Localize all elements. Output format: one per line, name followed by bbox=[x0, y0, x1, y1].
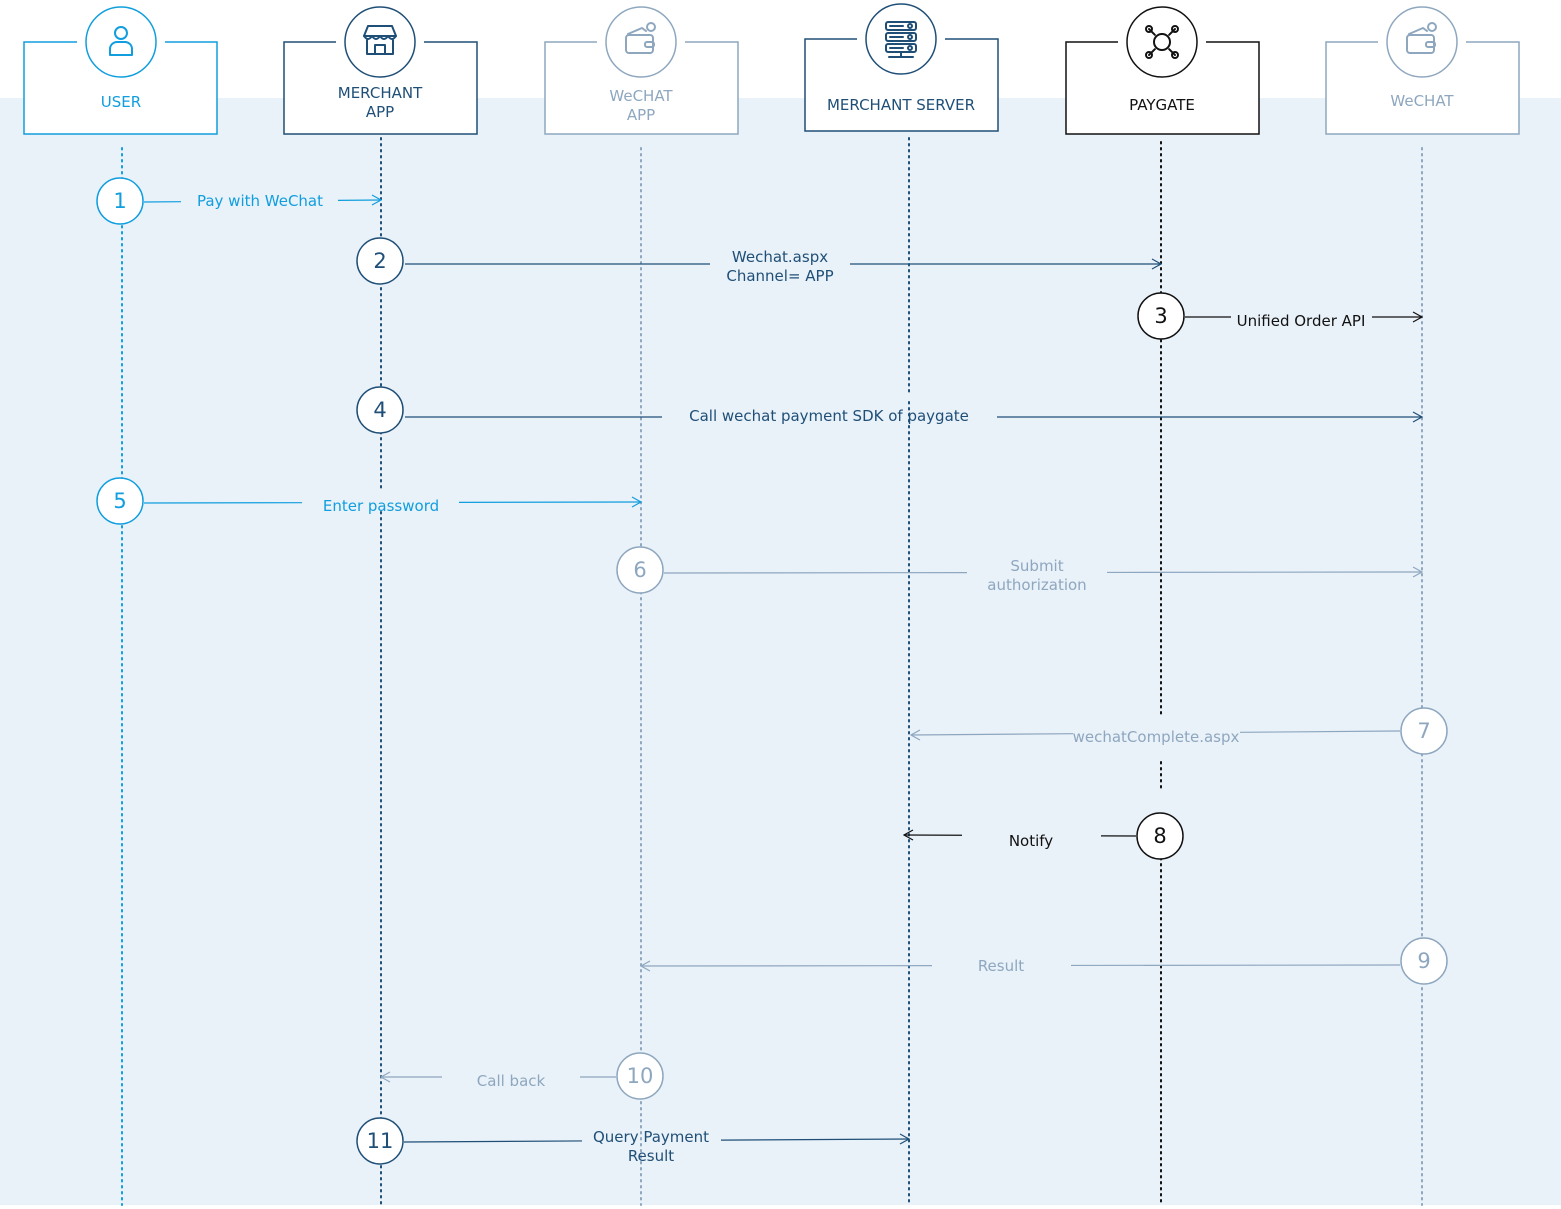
step-number-circle bbox=[96, 477, 144, 525]
arrowhead-icon bbox=[1412, 566, 1424, 578]
step-number: 9 bbox=[1417, 949, 1430, 973]
arrowhead-icon bbox=[899, 1133, 911, 1145]
participant-merchant-server: MERCHANT SERVER bbox=[804, 3, 999, 132]
message-label: Submit bbox=[1010, 557, 1063, 575]
step-number-circle bbox=[356, 1117, 404, 1165]
arrowhead-icon bbox=[639, 960, 651, 972]
user-icon bbox=[109, 26, 133, 56]
participant-label: APP bbox=[366, 103, 394, 121]
arrowhead-icon bbox=[902, 829, 914, 841]
step-number-circle bbox=[1400, 707, 1448, 755]
arrowhead-icon bbox=[631, 496, 643, 508]
message-label: Call back bbox=[477, 1072, 546, 1090]
message-label: Unified Order API bbox=[1237, 312, 1366, 330]
step-10: Call back 10 bbox=[379, 1052, 664, 1100]
participant-icon-ring bbox=[1386, 6, 1458, 78]
participant-label: PAYGATE bbox=[1129, 96, 1195, 114]
participant-label: WeCHAT bbox=[1390, 92, 1454, 110]
arrowhead-icon bbox=[909, 729, 921, 741]
message-label: Result bbox=[978, 957, 1024, 975]
participant-icon-ring bbox=[865, 3, 937, 75]
participant-icon-ring bbox=[344, 6, 416, 78]
step-number: 7 bbox=[1417, 719, 1430, 743]
message-line bbox=[720, 1138, 910, 1141]
participant-label: APP bbox=[627, 106, 655, 124]
arrowhead-icon bbox=[379, 1071, 391, 1083]
arrowhead-icon bbox=[1412, 411, 1424, 423]
participant-label: MERCHANT SERVER bbox=[827, 96, 975, 114]
step-number: 2 bbox=[373, 249, 386, 273]
server-icon bbox=[885, 21, 917, 58]
participant-wechat: WeCHAT bbox=[1325, 6, 1520, 135]
participant-label: WeCHAT bbox=[609, 87, 673, 105]
message-line bbox=[910, 733, 1074, 736]
wallet-icon bbox=[1406, 22, 1437, 54]
step-number-circle bbox=[1136, 812, 1184, 860]
message-label: Wechat.aspx bbox=[732, 248, 828, 266]
step-number: 8 bbox=[1153, 824, 1166, 848]
message-label: Pay with WeChat bbox=[197, 192, 323, 210]
step-7: wechatComplete.aspx 7 bbox=[909, 707, 1448, 755]
participant-paygate: PAYGATE bbox=[1065, 6, 1260, 135]
wallet-icon bbox=[625, 22, 656, 54]
message-label: Query Payment bbox=[593, 1128, 709, 1146]
step-number-circle bbox=[356, 237, 404, 285]
diagram-background bbox=[0, 98, 1561, 1205]
step-number: 10 bbox=[627, 1064, 654, 1088]
arrowhead-icon bbox=[371, 194, 383, 206]
message-label: Call wechat payment SDK of paygate bbox=[689, 407, 969, 425]
message-line bbox=[403, 1140, 583, 1143]
step-number: 1 bbox=[113, 189, 126, 213]
step-number-circle bbox=[616, 546, 664, 594]
step-4: Call wechat payment SDK of paygate 4 bbox=[356, 386, 1424, 434]
message-label: authorization bbox=[987, 576, 1086, 594]
step-number-circle bbox=[96, 177, 144, 225]
step-number-circle bbox=[1400, 937, 1448, 985]
arrowhead-icon bbox=[1412, 311, 1424, 323]
participant-icon-ring bbox=[1126, 6, 1198, 78]
arrowhead-icon bbox=[1151, 258, 1163, 270]
message-label: wechatComplete.aspx bbox=[1073, 728, 1240, 746]
step-number-circle bbox=[616, 1052, 664, 1100]
step-number: 3 bbox=[1154, 304, 1167, 328]
step-number: 11 bbox=[367, 1129, 394, 1153]
message-label: Channel= APP bbox=[726, 267, 833, 285]
step-9: Result 9 bbox=[639, 937, 1448, 985]
storefront-icon bbox=[363, 25, 397, 55]
participant-icon-ring bbox=[605, 6, 677, 78]
step-1: Pay with WeChat 1 bbox=[96, 177, 383, 225]
step-number: 5 bbox=[113, 489, 126, 513]
message-label: Enter password bbox=[323, 497, 439, 515]
step-number-circle bbox=[1137, 292, 1185, 340]
participant-user: USER bbox=[23, 6, 218, 135]
participant-label: MERCHANT bbox=[338, 84, 423, 102]
step-number-circle bbox=[356, 386, 404, 434]
network-hub-icon bbox=[1145, 25, 1179, 59]
message-label: Result bbox=[628, 1147, 674, 1165]
participant-label: USER bbox=[101, 93, 141, 111]
step-8: Notify 8 bbox=[902, 812, 1184, 860]
step-5: Enter password 5 bbox=[96, 477, 643, 525]
step-number: 6 bbox=[633, 558, 646, 582]
message-line bbox=[1239, 730, 1401, 733]
step-3: Unified Order API 3 bbox=[1137, 292, 1424, 340]
step-number: 4 bbox=[373, 398, 386, 422]
participant-box bbox=[23, 41, 218, 135]
message-label: Notify bbox=[1009, 832, 1053, 850]
